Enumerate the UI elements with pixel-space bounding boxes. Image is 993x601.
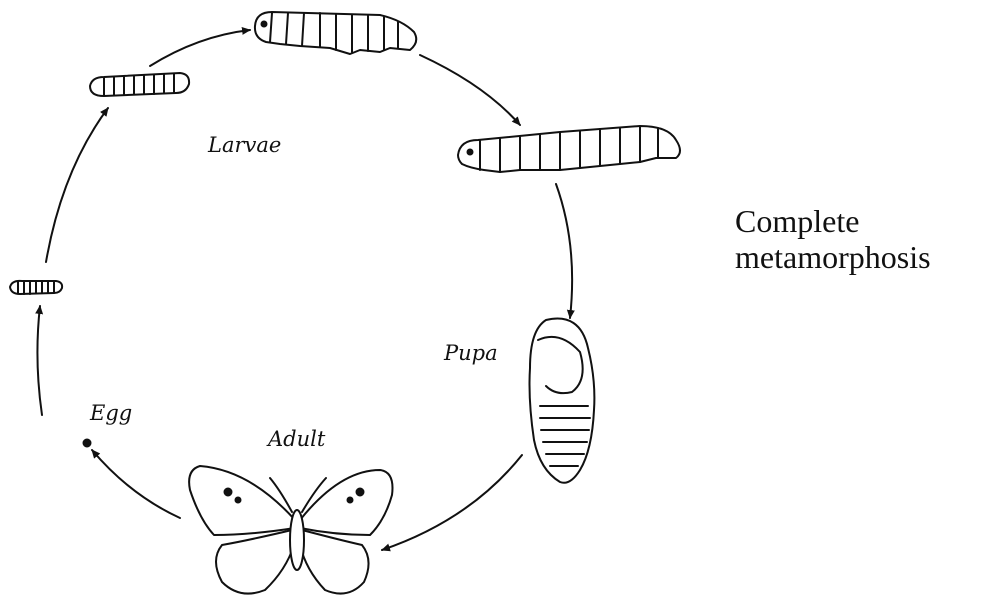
- medium-larva-icon: [90, 73, 189, 96]
- pupa-label: Pupa: [443, 341, 498, 365]
- pupa-icon: [530, 319, 595, 483]
- arrow-adult-to-egg: [92, 450, 180, 518]
- title-line-2: metamorphosis: [735, 239, 931, 275]
- larvae-label: Larvae: [207, 133, 281, 157]
- egg-dot-icon: [83, 439, 91, 447]
- arrow-egg-to-small-larva: [37, 306, 42, 415]
- arrow-large-to-mature-larva: [420, 55, 520, 125]
- large-larva-icon: [255, 12, 416, 54]
- title-line-1: Complete: [735, 203, 859, 239]
- cycle-arrows: [37, 30, 572, 550]
- egg-label: Egg: [89, 401, 132, 425]
- arrow-mature-larva-to-pupa: [556, 184, 572, 318]
- arrow-medium-to-large-larva: [150, 30, 250, 66]
- butterfly-icon: [189, 466, 392, 594]
- adult-label: Adult: [266, 427, 326, 451]
- small-larva-icon: [10, 281, 62, 294]
- mature-larva-icon: [458, 126, 680, 172]
- arrow-pupa-to-adult: [382, 455, 522, 550]
- arrow-small-to-medium-larva: [46, 108, 108, 262]
